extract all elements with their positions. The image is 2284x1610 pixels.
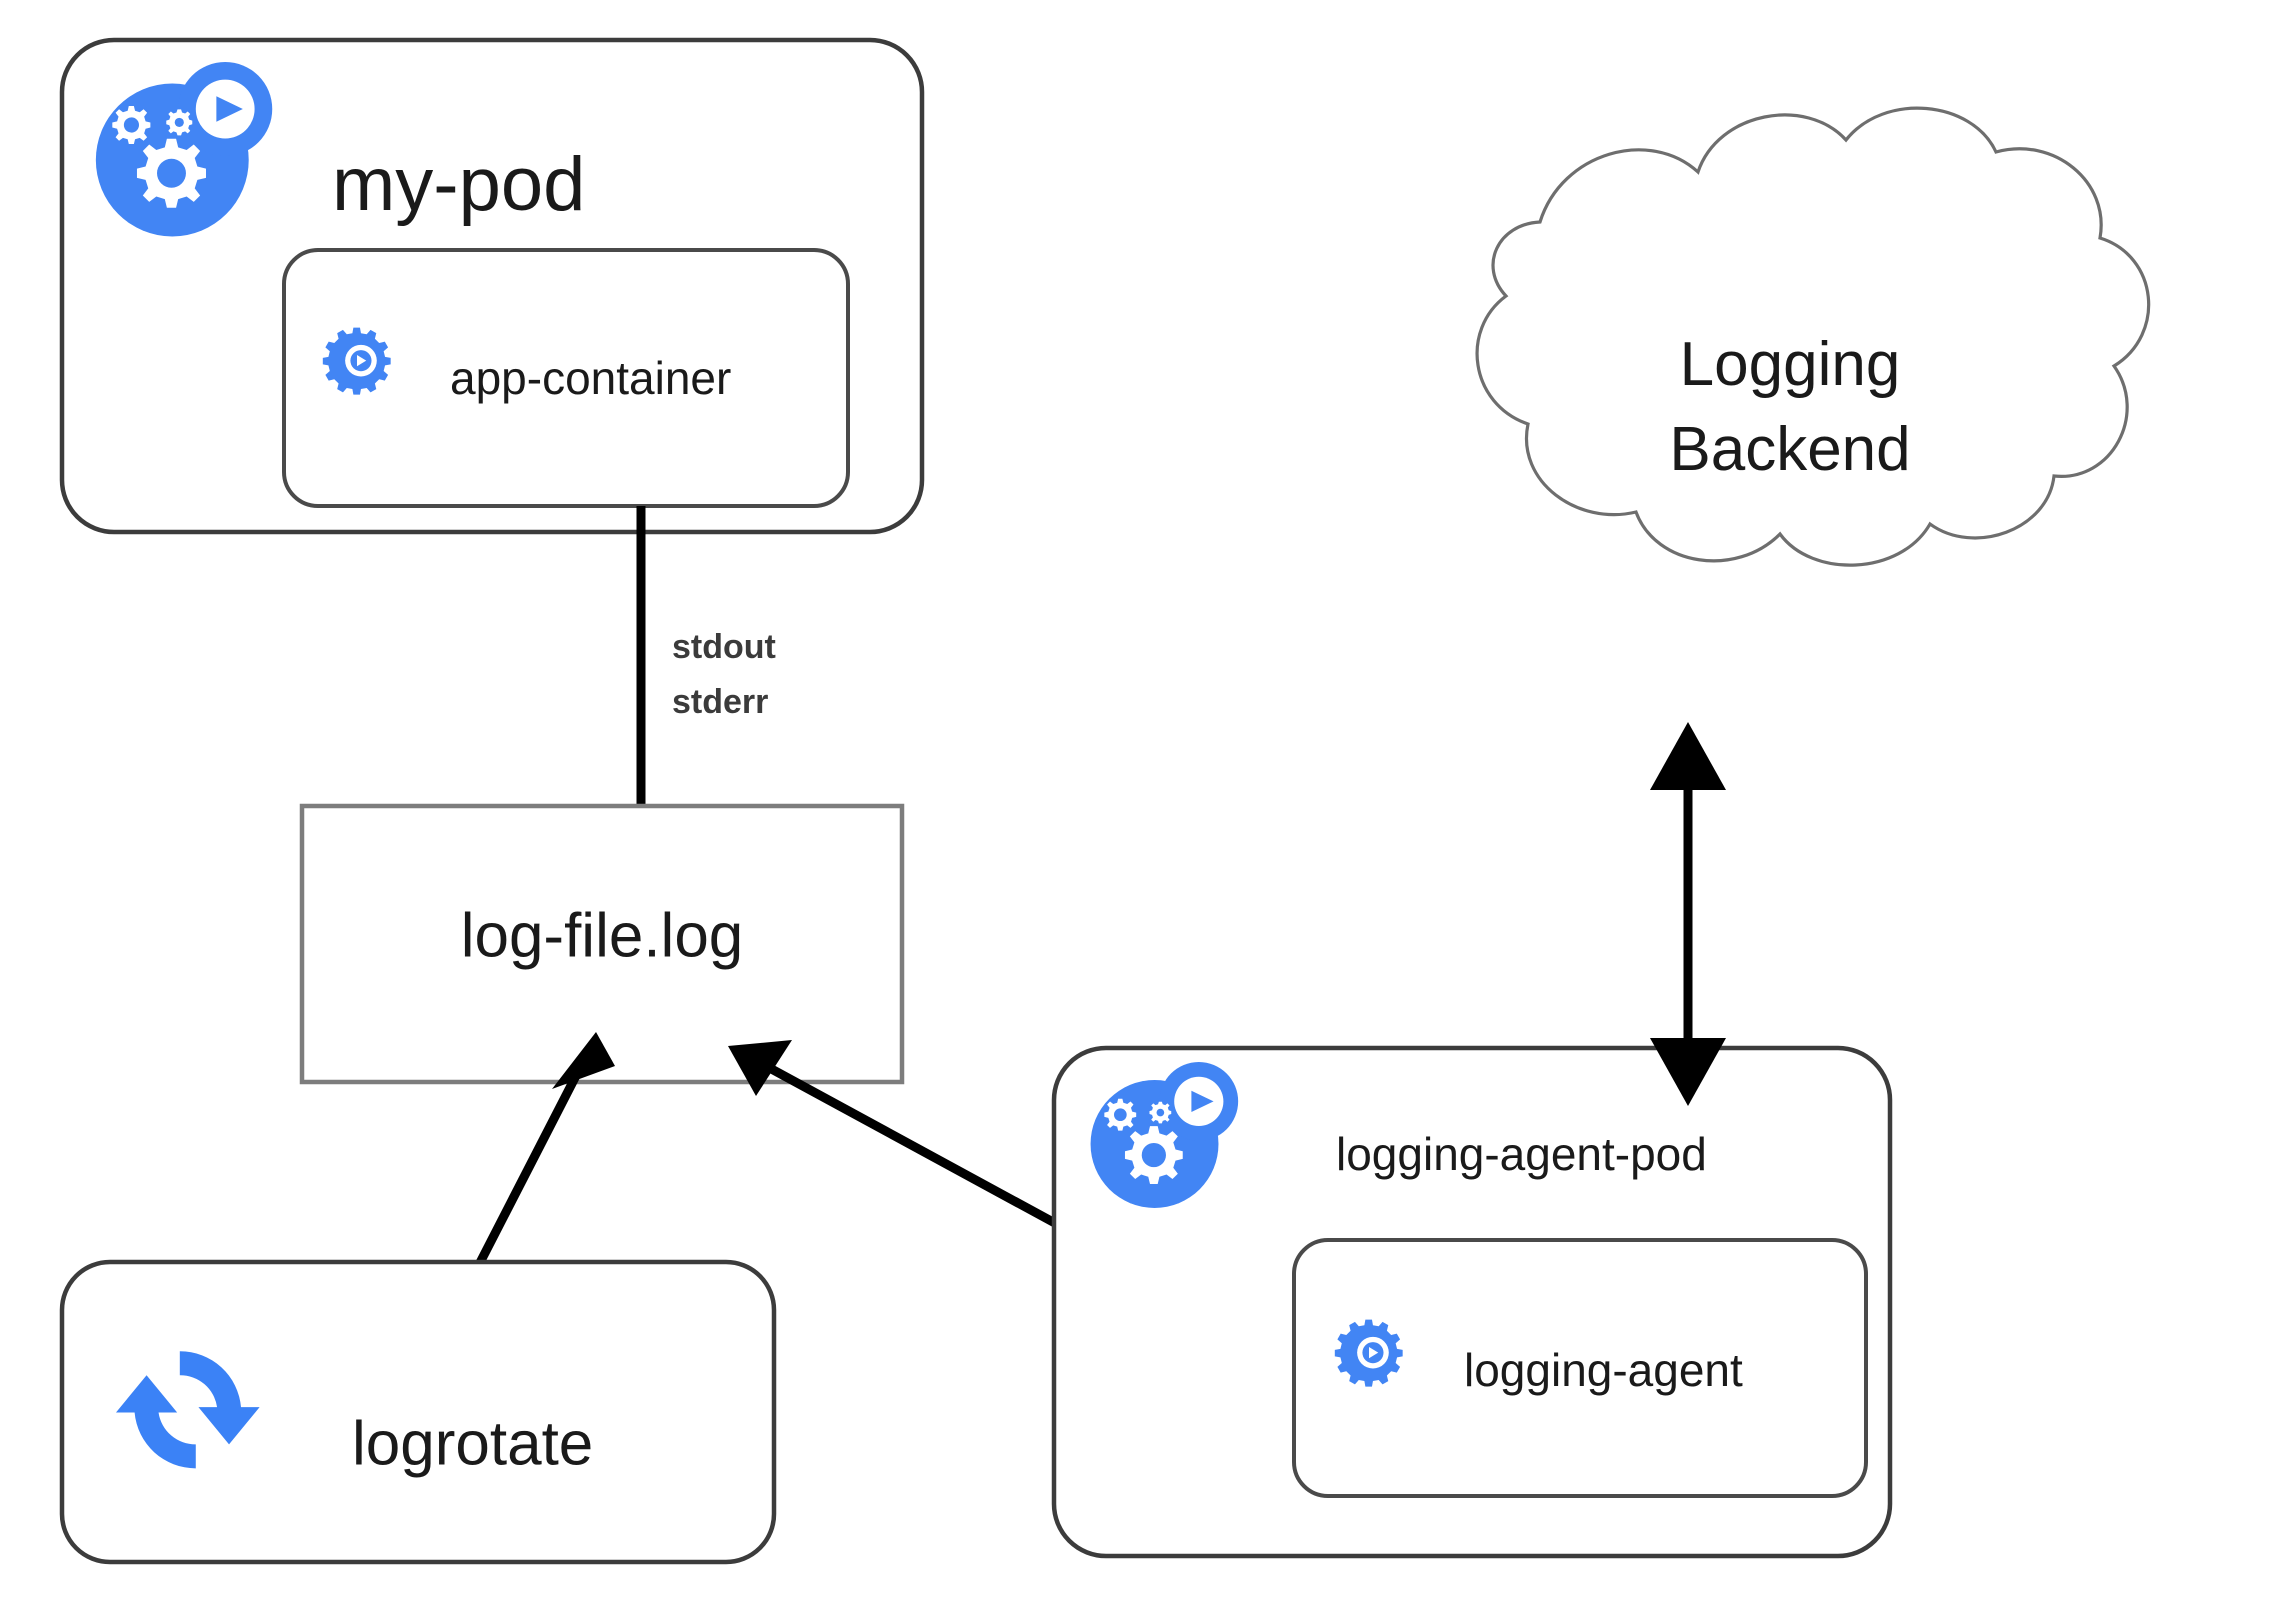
- node-app-container-label: app-container: [450, 352, 731, 404]
- edge-label-stderr: stderr: [672, 683, 768, 721]
- node-app-container[interactable]: [282, 248, 850, 508]
- node-my-pod-label: my-pod: [332, 142, 585, 227]
- edge-label-stdout: stdout: [672, 628, 776, 666]
- node-logging-agent-label: logging-agent: [1464, 1344, 1743, 1396]
- node-logging-backend-label-line2: Backend: [1669, 415, 1910, 484]
- edge-agentpod-to-backend: [1650, 722, 1726, 1106]
- node-logging-agent[interactable]: [1292, 1238, 1868, 1498]
- node-logging-backend[interactable]: [1475, 106, 2151, 567]
- node-logging-backend-label-line1: Logging: [1680, 330, 1901, 399]
- node-log-file-label: log-file.log: [461, 901, 744, 970]
- node-logging-agent-pod-label: logging-agent-pod: [1336, 1128, 1707, 1180]
- node-logrotate[interactable]: [59, 1259, 777, 1565]
- node-log-file[interactable]: [299, 803, 905, 1085]
- node-logrotate-label: logrotate: [352, 1409, 593, 1478]
